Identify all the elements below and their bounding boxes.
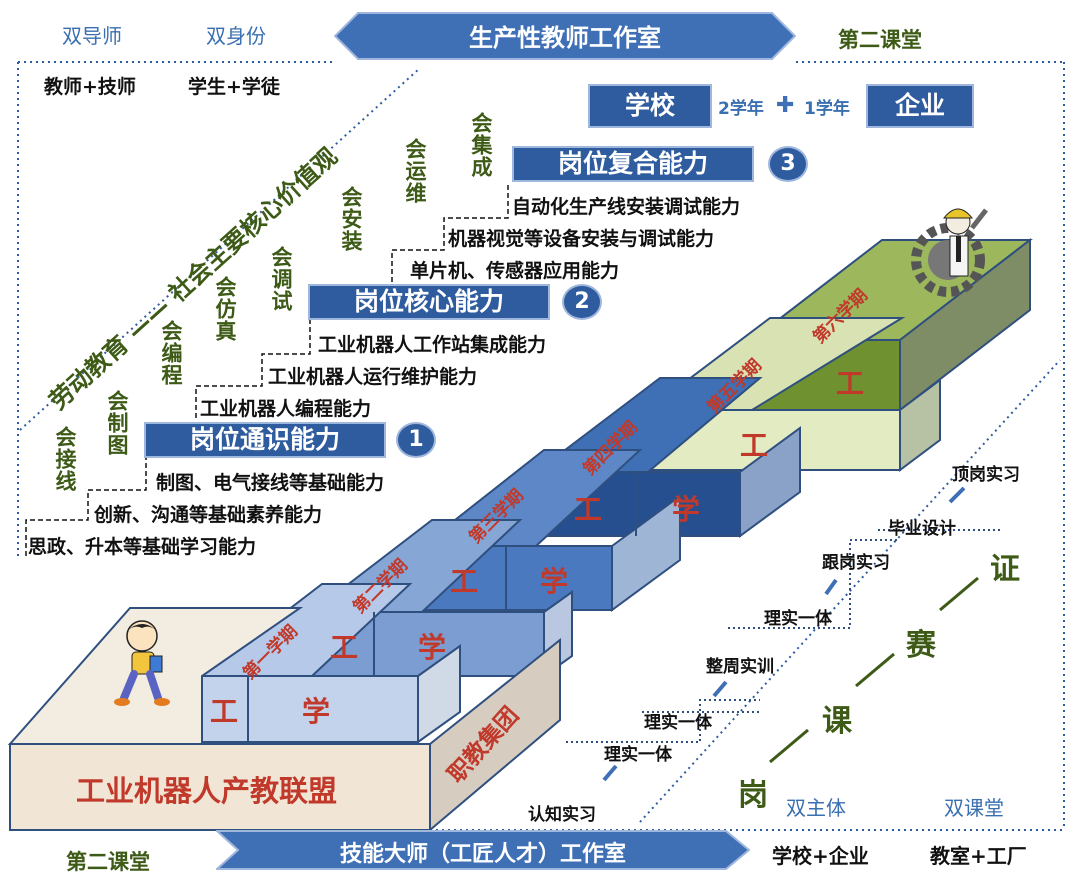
step3-study: 学 xyxy=(540,565,569,598)
level-1-item-1: 制图、电气接线等基础能力 xyxy=(156,472,385,494)
skill-drawing: 会制图 xyxy=(105,390,129,456)
level-1-title: 岗位通识能力 xyxy=(144,422,386,458)
skill-programming: 会编程 xyxy=(159,320,183,386)
skill-installation: 会安装 xyxy=(339,186,363,252)
dual-classroom-label: 双课堂 xyxy=(944,796,1004,820)
level-1-badge: 1 xyxy=(396,422,436,458)
practice-integrated-1: 理实一体 xyxy=(604,745,672,765)
top-banner-label: 生产性教师工作室 xyxy=(469,24,661,52)
practice-shadowing: 跟岗实习 xyxy=(822,553,890,573)
level-3-item-3: 单片机、传感器应用能力 xyxy=(410,260,620,282)
dual-mentor-label: 双导师 xyxy=(62,24,122,48)
step2-study: 学 xyxy=(418,631,447,664)
dual-subject-label: 双主体 xyxy=(786,796,846,820)
bottom-banner-arrow xyxy=(216,830,750,870)
level-3-item-1: 自动化生产线安装调试能力 xyxy=(512,196,741,218)
company-years: 1学年 xyxy=(804,99,850,119)
step4-study: 学 xyxy=(672,493,701,526)
skill-wiring: 会接线 xyxy=(53,426,77,492)
student-figure-icon xyxy=(114,620,170,706)
second-classroom-top: 第二课堂 xyxy=(838,28,922,52)
skill-integration: 会集成 xyxy=(469,112,493,178)
practice-integrated-3: 理实一体 xyxy=(764,609,832,629)
level-2-badge: 2 xyxy=(562,284,602,320)
skill-operation: 会运维 xyxy=(403,138,427,204)
dual-identity-label: 双身份 xyxy=(206,24,266,48)
step5-work: 工 xyxy=(740,429,769,462)
level-3-badge: 3 xyxy=(768,146,808,182)
school-box: 学校 xyxy=(588,84,712,128)
school-years: 2学年 xyxy=(718,99,764,119)
practice-integrated-2: 理实一体 xyxy=(644,713,712,733)
step1-study: 学 xyxy=(302,695,331,728)
gsc-course: 课 xyxy=(822,704,852,739)
student-apprentice-label: 学生+学徒 xyxy=(188,76,280,98)
practice-cognition: 认知实习 xyxy=(528,805,596,825)
practice-graduation-design: 毕业设计 xyxy=(888,519,956,539)
engineer-gear-icon xyxy=(911,208,988,297)
level-1-item-2: 创新、沟通等基础素养能力 xyxy=(94,504,323,526)
second-classroom-bottom: 第二课堂 xyxy=(66,850,150,873)
step1-work: 工 xyxy=(210,695,239,728)
school-company-label: 学校+企业 xyxy=(772,844,869,868)
level-2-item-3: 工业机器人编程能力 xyxy=(200,398,372,420)
practice-internship: 顶岗实习 xyxy=(952,465,1020,485)
alliance-label: 工业机器人产教联盟 xyxy=(76,774,338,808)
practice-weekly-training: 整周实训 xyxy=(706,657,774,677)
gsc-certificate: 证 xyxy=(990,552,1020,587)
level-3-title: 岗位复合能力 xyxy=(512,146,754,182)
gsc-contest: 赛 xyxy=(906,628,936,663)
step4-work: 工 xyxy=(574,493,603,526)
plus-icon: ✚ xyxy=(776,93,795,118)
level-3-item-2: 机器视觉等设备安装与调试能力 xyxy=(448,228,715,250)
step2-work: 工 xyxy=(330,631,359,664)
bottom-banner-label: 技能大师（工匠人才）工作室 xyxy=(339,842,626,867)
skill-debugging: 会调试 xyxy=(269,246,293,312)
step6-work: 工 xyxy=(836,367,865,400)
teacher-technician-label: 教师+技师 xyxy=(44,76,136,98)
top-banner-arrow xyxy=(334,12,796,60)
level-1-item-3: 思政、升本等基础学习能力 xyxy=(28,536,257,558)
company-box: 企业 xyxy=(866,84,974,128)
skill-simulation: 会仿真 xyxy=(213,276,237,342)
level-2-item-2: 工业机器人运行维护能力 xyxy=(268,366,478,388)
classroom-factory-label: 教室+工厂 xyxy=(930,844,1027,868)
gsc-post: 岗 xyxy=(738,778,768,813)
step3-work: 工 xyxy=(450,565,479,598)
level-2-title: 岗位核心能力 xyxy=(308,284,550,320)
level-2-item-1: 工业机器人工作站集成能力 xyxy=(318,334,547,356)
